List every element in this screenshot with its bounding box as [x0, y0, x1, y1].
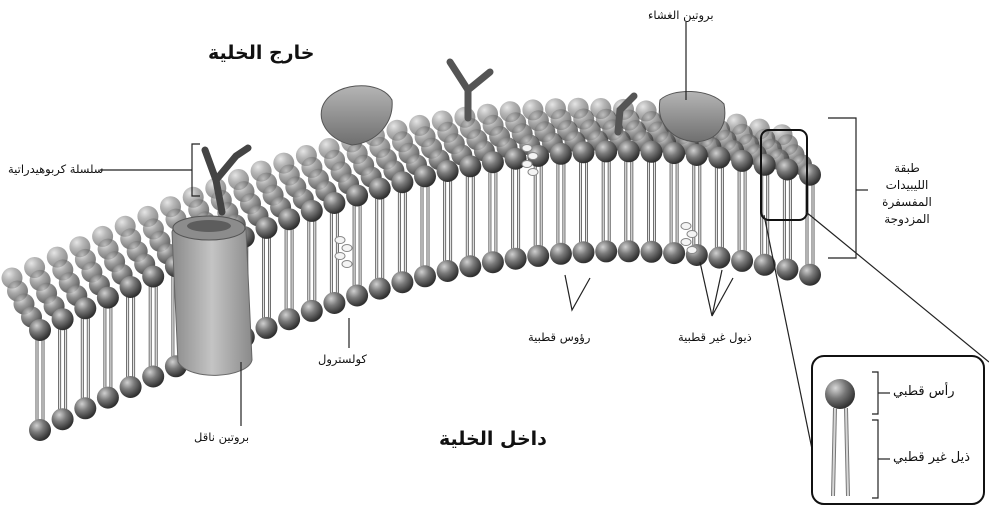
- phospholipid-head: [527, 245, 549, 267]
- phospholipid-head: [437, 160, 459, 182]
- inset-polar-head: [825, 379, 855, 409]
- phospholipid-head: [482, 251, 504, 273]
- phospholipid-head: [142, 266, 164, 288]
- phospholipid-head: [391, 271, 413, 293]
- phospholipid-head: [459, 155, 481, 177]
- phospholipid-head: [641, 141, 663, 163]
- phospholipid-head: [550, 243, 572, 265]
- phospholipid-head: [573, 141, 595, 163]
- phospholipid-head: [301, 200, 323, 222]
- phospholipid-head: [323, 192, 345, 214]
- phospholipid-head: [301, 300, 323, 322]
- phospholipid-head: [573, 241, 595, 263]
- phospholipid-head: [641, 241, 663, 263]
- phospholipid-head: [97, 287, 119, 309]
- phospholipid-head: [120, 376, 142, 398]
- phospholipid-head: [437, 260, 459, 282]
- phospholipid-head: [52, 308, 74, 330]
- phospholipid-head: [505, 248, 527, 270]
- phospholipid-head: [663, 142, 685, 164]
- phospholipid-head: [278, 208, 300, 230]
- phospholipid-head: [74, 397, 96, 419]
- phospholipid-head: [754, 154, 776, 176]
- phospholipid-head: [731, 250, 753, 272]
- outside-cell-title: خارج الخلية: [208, 42, 314, 64]
- phospholipid-head: [595, 140, 617, 162]
- phospholipid-head: [278, 308, 300, 330]
- phospholipid-head: [776, 259, 798, 281]
- phospholipid-head: [29, 419, 51, 441]
- label-polar-heads: رؤوس قطبية: [528, 330, 590, 344]
- phospholipid-head: [663, 242, 685, 264]
- label-nonpolar-tails: ذيول غير قطبية: [678, 330, 752, 344]
- inside-cell-title: داخل الخلية: [439, 428, 547, 450]
- phospholipid-head: [686, 144, 708, 166]
- phospholipid-head: [52, 408, 74, 430]
- phospholipid-head: [414, 165, 436, 187]
- phospholipid-head: [29, 319, 51, 341]
- phospholipid-head: [595, 240, 617, 262]
- phospholipid-head: [391, 171, 413, 193]
- phospholipid-head: [97, 387, 119, 409]
- phospholipid-head: [414, 265, 436, 287]
- label-phospholipid-bilayer: طبقة الليبيدات المفسفرة المزدوجة: [868, 160, 946, 228]
- label-nonpolar-tail: ذيل غير قطبي: [893, 450, 970, 465]
- phospholipid-head: [74, 297, 96, 319]
- label-membrane-protein: بروتين الغشاء: [648, 8, 714, 22]
- label-cholesterol: كولسترول: [318, 352, 367, 366]
- lipid-bilayer-body: [2, 98, 822, 441]
- phospholipid-head: [346, 285, 368, 307]
- transport-protein: [172, 216, 252, 375]
- phospholipid-head: [708, 147, 730, 169]
- phospholipid-head: [708, 247, 730, 269]
- phospholipid-head: [369, 178, 391, 200]
- phospholipid-head: [550, 143, 572, 165]
- phospholipid-head: [256, 217, 278, 239]
- phospholipid-head: [323, 292, 345, 314]
- phospholipid-head: [142, 366, 164, 388]
- phospholipid-head: [731, 150, 753, 172]
- phospholipid-head: [618, 240, 640, 262]
- phospholipid-head: [256, 317, 278, 339]
- label-polar-head: رأس قطبي: [893, 384, 955, 399]
- phospholipid-head: [799, 264, 821, 286]
- phospholipid-head: [346, 185, 368, 207]
- phospholipid-head: [799, 164, 821, 186]
- phospholipid-head: [776, 159, 798, 181]
- label-carbohydrate-chain: سلسلة كربوهيدراتية: [8, 162, 103, 176]
- phospholipid-head: [120, 276, 142, 298]
- phospholipid-head: [618, 140, 640, 162]
- phospholipid-head: [369, 278, 391, 300]
- phospholipid-head: [482, 151, 504, 173]
- phospholipid-inset: [812, 356, 984, 504]
- label-transport-protein: بروتين ناقل: [194, 430, 249, 444]
- phospholipid-head: [459, 255, 481, 277]
